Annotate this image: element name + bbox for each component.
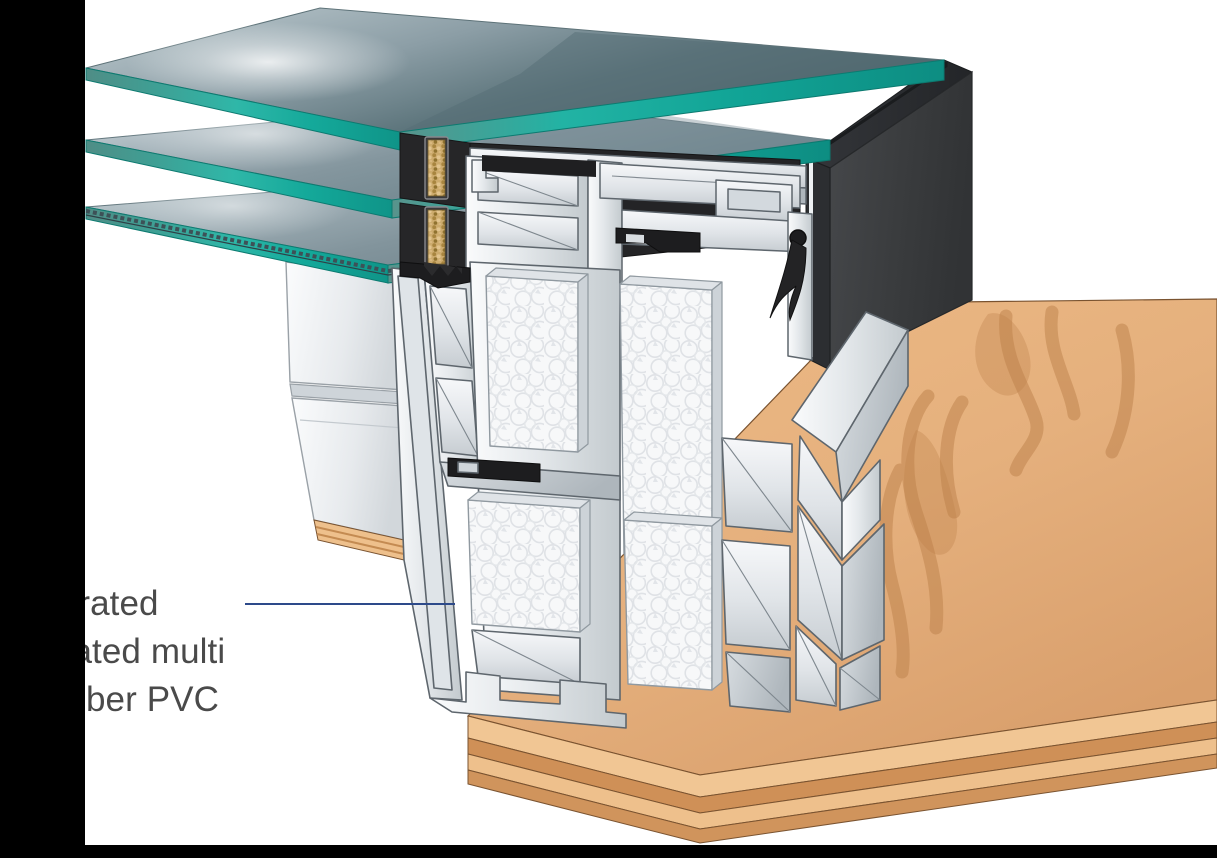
gasket-set-head (482, 155, 807, 322)
illustration-canvas (85, 0, 1217, 845)
spacer-bar-lower (424, 206, 449, 268)
pvc-curb (391, 261, 909, 729)
glass-pane-top (85, 7, 945, 151)
border-left (0, 0, 85, 858)
wood-grain-blobs (903, 313, 1031, 555)
gasket-set-curb (399, 261, 471, 289)
border-bottom (0, 845, 1217, 858)
spacer-bar-upper (424, 136, 449, 200)
wood-grain (879, 305, 1135, 679)
skylight-curb-cutaway-drawing (85, 7, 1217, 844)
upstand-left (285, 261, 405, 561)
